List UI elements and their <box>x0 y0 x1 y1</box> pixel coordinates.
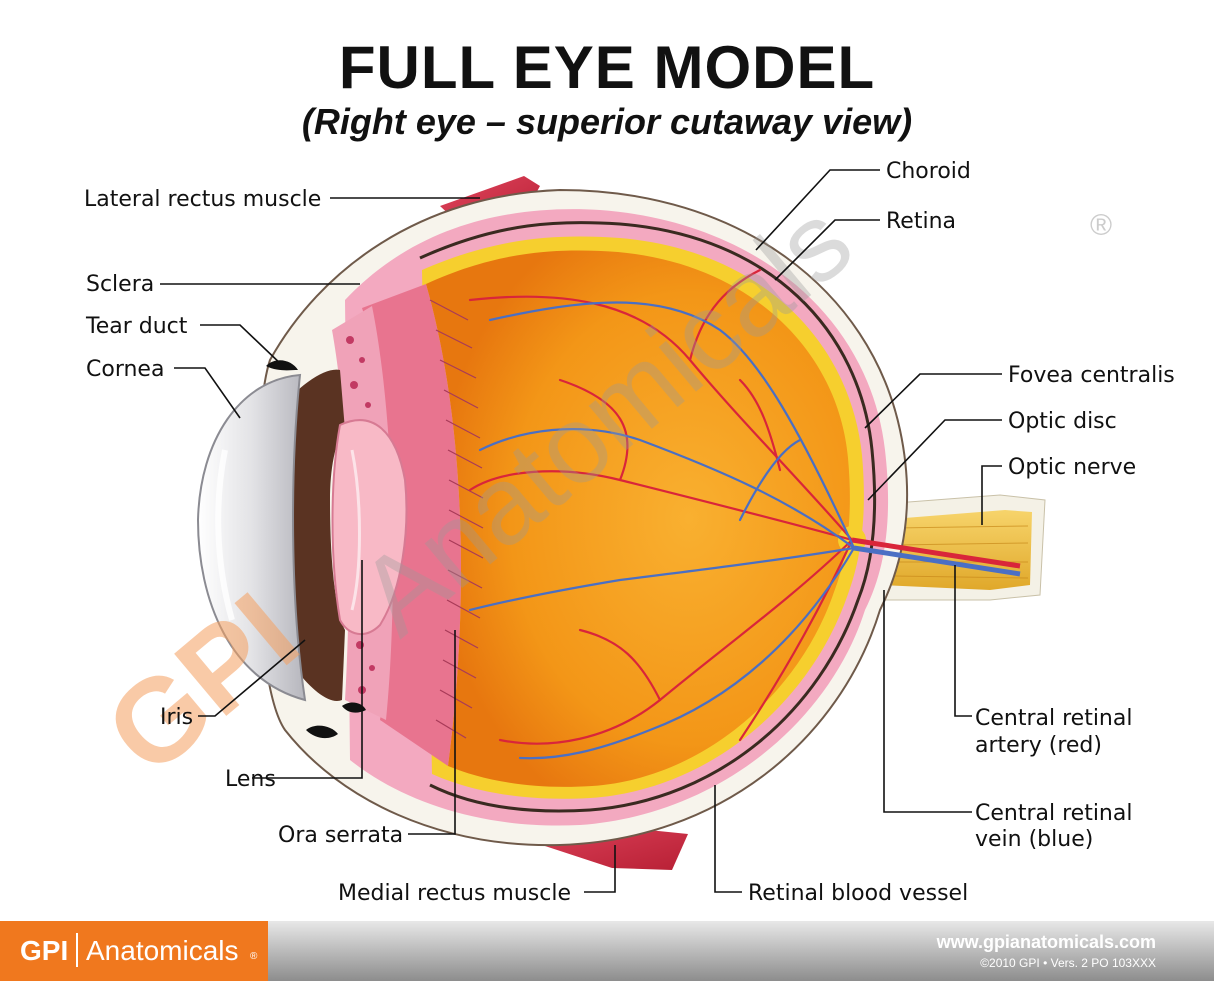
iris <box>286 369 345 701</box>
label-ora-serrata: Ora serrata <box>278 823 403 848</box>
label-optic-nerve: Optic nerve <box>1008 455 1136 480</box>
cornea-highlight <box>215 449 235 621</box>
watermark-registered: ® <box>1090 209 1112 242</box>
central-artery <box>851 537 1021 569</box>
leader-lines <box>160 169 1002 893</box>
lens <box>331 419 408 635</box>
label-optic-disc: Optic disc <box>1008 409 1117 434</box>
label-lens: Lens <box>225 767 276 792</box>
eye-diagram: GPI Anatomicals ® Lateral rectus muscle … <box>82 159 1175 906</box>
label-fovea-centralis: Fovea centralis <box>1008 363 1175 388</box>
label-vein-line1: Central retinal <box>975 801 1132 826</box>
label-artery-line1: Central retinal <box>975 706 1132 731</box>
brand-registered: ® <box>250 951 258 962</box>
label-tear-duct: Tear duct <box>85 314 188 339</box>
label-sclera: Sclera <box>86 272 154 297</box>
label-medial-rectus: Medial rectus muscle <box>338 881 571 906</box>
brand-name: Anatomicals <box>86 935 239 966</box>
footer-url[interactable]: www.gpianatomicals.com <box>936 932 1156 952</box>
diagram-subtitle: (Right eye – superior cutaway view) <box>301 101 913 142</box>
choroid-line <box>419 221 877 813</box>
label-lateral-rectus: Lateral rectus muscle <box>84 187 321 212</box>
label-retinal-blood-vessel: Retinal blood vessel <box>748 881 968 906</box>
label-vein-line2: vein (blue) <box>975 827 1093 852</box>
central-vein <box>853 545 1021 577</box>
ciliary-striations <box>429 299 484 739</box>
diagram-title: FULL EYE MODEL <box>338 34 876 101</box>
brand-gpi: GPI <box>20 935 69 966</box>
label-choroid: Choroid <box>886 159 971 184</box>
label-iris: Iris <box>160 705 193 730</box>
tear-duct-mark <box>342 702 366 713</box>
retinal-vessels <box>468 268 856 760</box>
label-retina: Retina <box>886 209 956 234</box>
label-cornea: Cornea <box>86 357 164 382</box>
brand-separator <box>76 933 78 967</box>
ciliary-body <box>362 284 462 766</box>
footer-copyright: ©2010 GPI • Vers. 2 PO 103XXX <box>980 956 1156 970</box>
lens-highlight <box>350 449 361 611</box>
footer-brand: GPI Anatomicals ® <box>0 921 268 981</box>
optic-nerve-fibers <box>894 525 1029 579</box>
tear-duct-lower <box>306 725 338 739</box>
label-artery-line2: artery (red) <box>975 733 1102 758</box>
